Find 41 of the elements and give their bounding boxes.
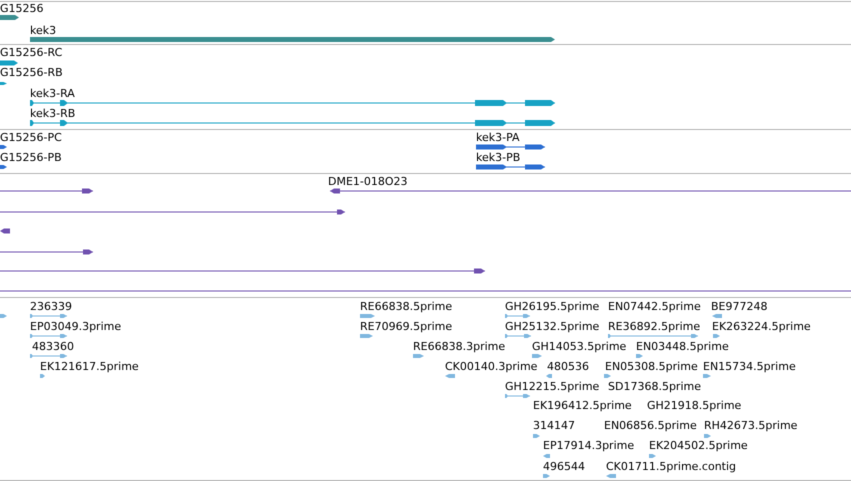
feature-label: GH12215.5prime: [505, 380, 600, 393]
feature-label: 496544: [543, 460, 585, 473]
feature-label: G15256-RC: [0, 46, 62, 59]
feature-label: GH14053.5prime: [532, 340, 626, 353]
feature-label: EN05308.5prime: [605, 360, 698, 373]
feature-label: EP17914.3prime: [543, 439, 634, 452]
feature-label: RE66838.3prime: [413, 340, 506, 353]
feature-label: EP03049.3prime: [30, 320, 122, 333]
feature-label: G15256: [0, 2, 44, 15]
feature-label: BE977248: [711, 300, 768, 313]
feature-label: SD17368.5prime: [608, 380, 701, 393]
feature-label: GH25132.5prime: [505, 320, 600, 333]
feature-label: EN03448.5prime: [636, 340, 729, 353]
feature-label: 483360: [32, 340, 74, 353]
feature-label: kek3: [30, 24, 56, 37]
feature-label: 480536: [547, 360, 589, 373]
feature-label: 314147: [533, 419, 575, 432]
feature-label: GH26195.5prime: [505, 300, 600, 313]
feature-label: EK196412.5prime: [533, 399, 632, 412]
feature-label: RE66838.5prime: [360, 300, 452, 313]
feature-label: kek3-RA: [30, 87, 75, 100]
feature-label: CK01711.5prime.contig: [606, 460, 736, 473]
feature-label: kek3-PB: [476, 151, 520, 164]
feature-label: G15256-RB: [0, 66, 63, 79]
feature-label: RH42673.5prime: [704, 419, 798, 432]
feature-label: G15256-PB: [0, 151, 62, 164]
feature-label: 236339: [30, 300, 72, 313]
feature-label: EK263224.5prime: [712, 320, 811, 333]
feature-label: EK121617.5prime: [40, 360, 139, 373]
feature-label: EN07442.5prime: [608, 300, 701, 313]
feature-label: GH21918.5prime: [647, 399, 742, 412]
feature-label: kek3-RB: [30, 107, 76, 120]
feature-label: RE70969.5prime: [360, 320, 452, 333]
feature-label: EN06856.5prime: [604, 419, 697, 432]
feature-label: RE36892.5prime: [608, 320, 700, 333]
feature-label: EK204502.5prime: [649, 439, 748, 452]
feature-label: kek3-PA: [476, 131, 520, 144]
feature-label: G15256-PC: [0, 131, 62, 144]
feature-label: CK00140.3prime: [445, 360, 538, 373]
feature-label: DME1-018O23: [328, 175, 408, 188]
feature-label: EN15734.5prime: [703, 360, 796, 373]
